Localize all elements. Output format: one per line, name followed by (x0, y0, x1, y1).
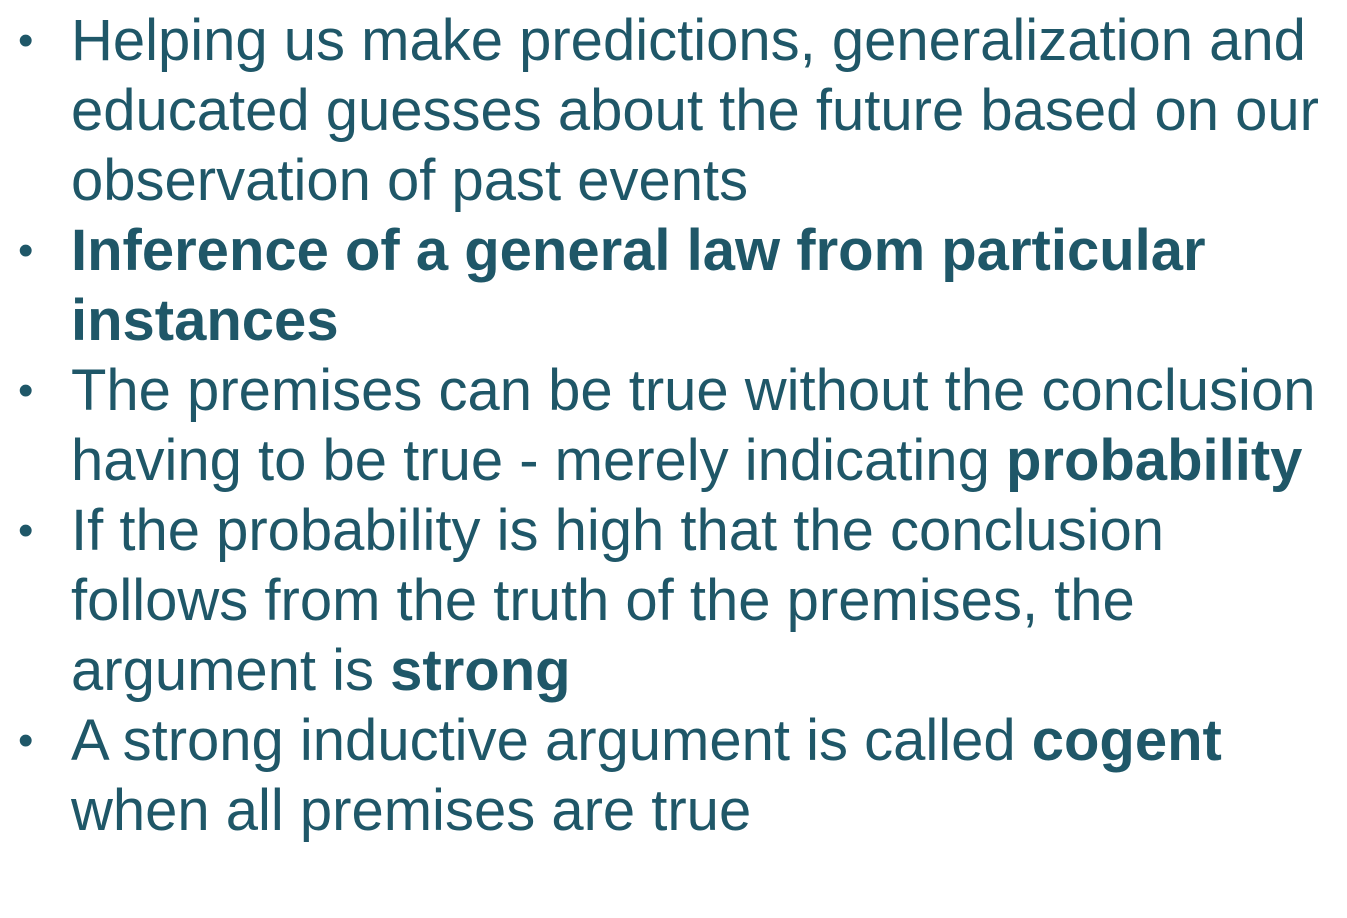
bullet-item-inference: • Inference of a general law from partic… (0, 216, 1347, 356)
bullet-text: Helping us make predictions, generalizat… (71, 8, 1319, 213)
bullet-bold-text: Inference of a general law from particul… (71, 218, 1206, 353)
bullet-bold-term-strong: strong (390, 638, 571, 703)
bullet-text: The premises can be true without the con… (71, 358, 1316, 493)
bullet-marker: • (18, 506, 34, 555)
bullet-bold-term-cogent: cogent (1031, 708, 1222, 773)
bullet-bold-term-probability: probability (1005, 428, 1303, 493)
bullet-text: A strong inductive argument is called (71, 708, 1032, 773)
bullet-text-after: when all premises are true (71, 778, 752, 843)
bullet-item-predictions: • Helping us make predictions, generaliz… (0, 6, 1347, 216)
bullet-marker: • (18, 716, 34, 765)
bullet-item-strong: • If the probability is high that the co… (0, 496, 1347, 706)
bullet-list: • Helping us make predictions, generaliz… (0, 6, 1347, 846)
bullet-marker: • (18, 366, 34, 415)
bullet-marker: • (18, 226, 34, 275)
bullet-text: If the probability is high that the conc… (71, 498, 1164, 703)
bullet-item-cogent: • A strong inductive argument is called … (0, 706, 1347, 846)
bullet-item-premises: • The premises can be true without the c… (0, 356, 1347, 496)
bullet-marker: • (18, 16, 34, 65)
